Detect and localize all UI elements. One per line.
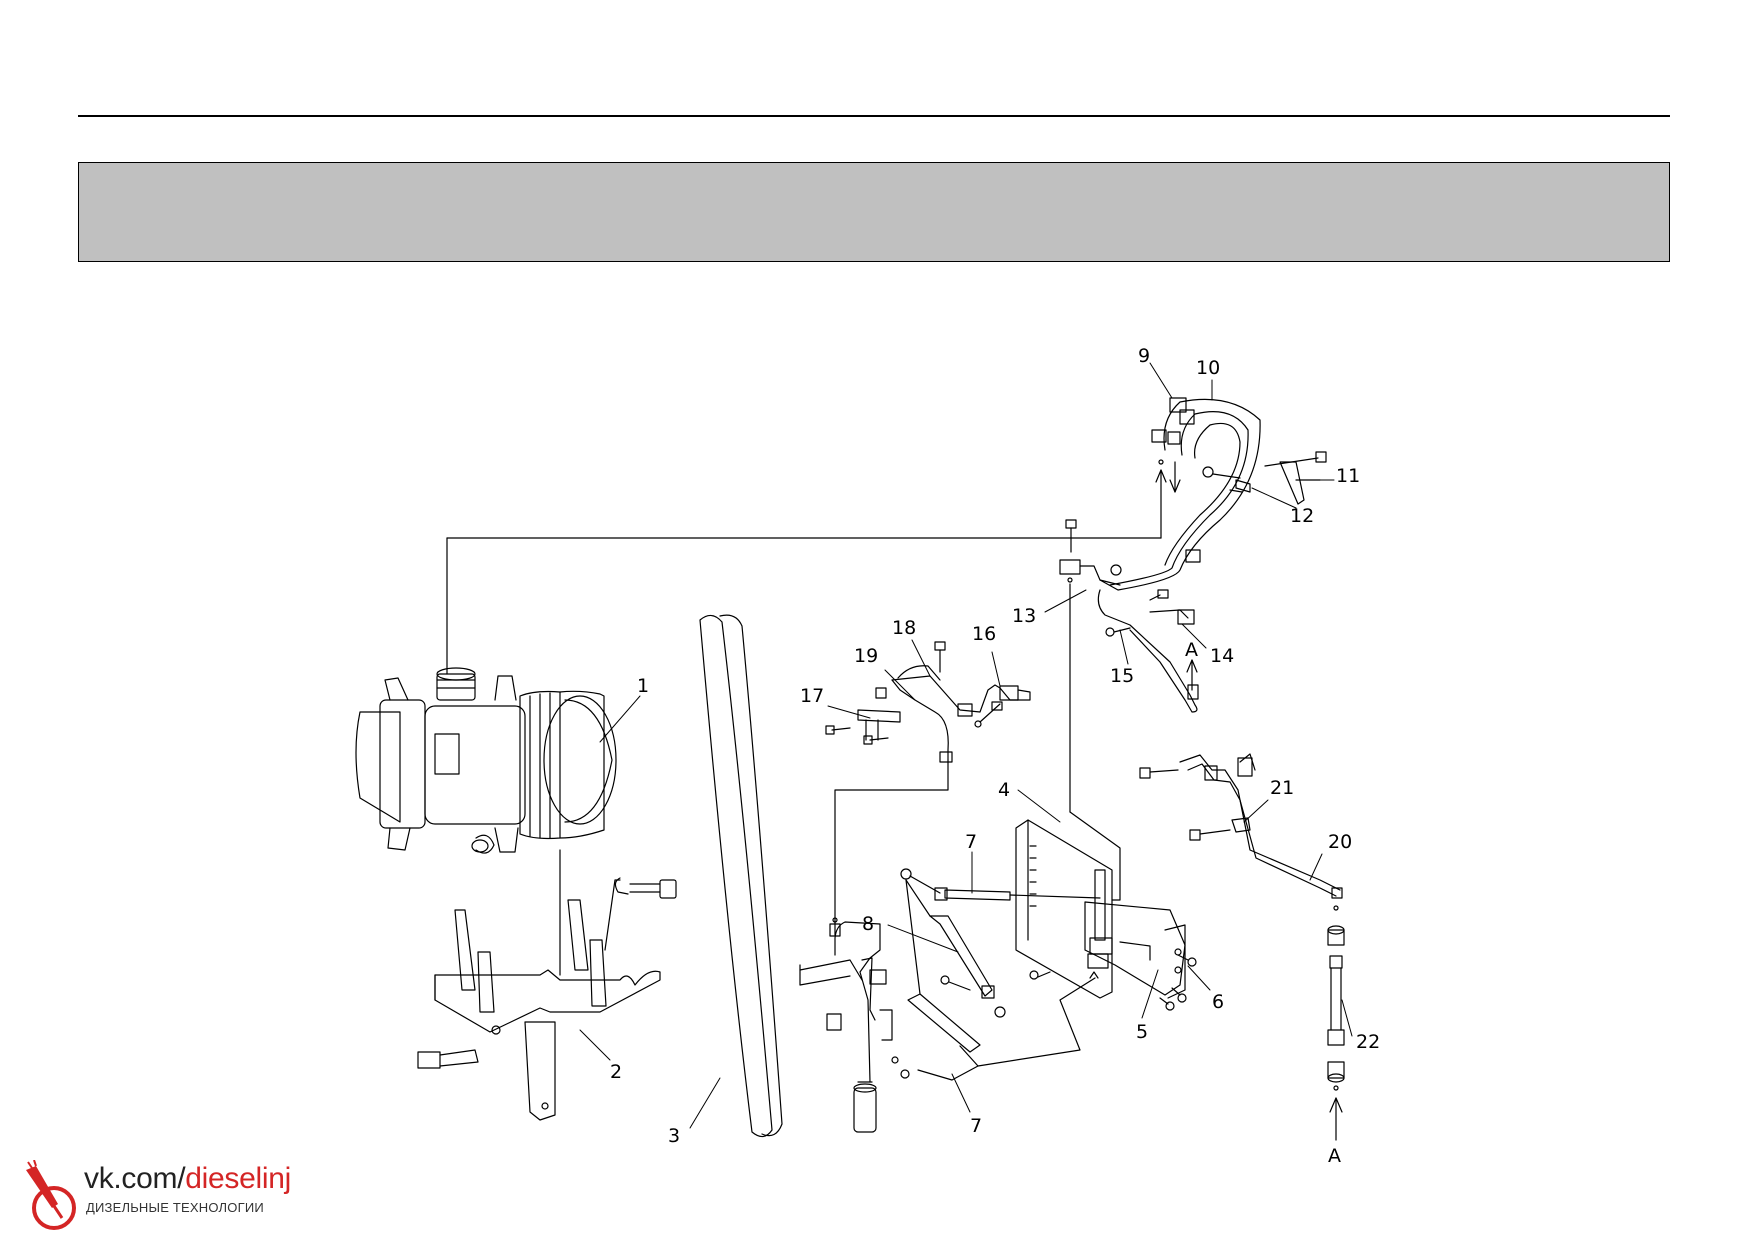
fuel-injector-icon <box>26 1160 76 1230</box>
strut-middle <box>929 915 995 999</box>
callout-14: 14 <box>1210 645 1234 667</box>
top-rule <box>78 115 1670 117</box>
callout-labels: 1 2 3 4 5 6 7 7 8 9 10 11 12 13 14 15 16… <box>610 345 1380 1167</box>
callout-4: 4 <box>998 779 1010 801</box>
compressor <box>355 667 617 854</box>
callout-8: 8 <box>862 913 874 935</box>
callout-6: 6 <box>1212 991 1224 1013</box>
bracket-12 <box>1235 479 1251 493</box>
strut-upper <box>934 887 1011 901</box>
watermark-url: vk.com/dieselinj <box>84 1162 291 1196</box>
bolt-compressor <box>614 877 677 899</box>
callout-18: 18 <box>892 617 916 639</box>
hose-assembly <box>1099 397 1261 591</box>
callout-22: 22 <box>1356 1031 1380 1053</box>
callout-16: 16 <box>972 623 996 645</box>
bolt-16 <box>974 701 1003 728</box>
drive-belt <box>699 614 783 1138</box>
bolt-bracket <box>417 1049 479 1069</box>
callout-11: 11 <box>1336 465 1360 487</box>
clamp-21 <box>1231 817 1251 833</box>
callout-5: 5 <box>1136 1021 1148 1043</box>
watermark-url-prefix: vk.com/ <box>84 1162 186 1195</box>
callout-17: 17 <box>800 685 824 707</box>
screws-fan <box>1159 954 1197 1011</box>
callout-A-lower: A <box>1328 1145 1341 1167</box>
watermark: vk.com/dieselinj ДИЗЕЛЬНЫЕ ТЕХНОЛОГИИ <box>18 1160 308 1230</box>
callout-13: 13 <box>1012 605 1036 627</box>
callout-21: 21 <box>1270 777 1294 799</box>
callout-10: 10 <box>1196 357 1220 379</box>
callout-3: 3 <box>668 1125 680 1147</box>
suction-line <box>891 665 1031 763</box>
bolt-11 <box>1264 451 1327 467</box>
header-band <box>78 162 1670 262</box>
bracket <box>434 899 661 1121</box>
callout-12: 12 <box>1290 505 1314 527</box>
bolt-18 <box>934 641 946 673</box>
hose-14 <box>1097 589 1198 713</box>
callout-9: 9 <box>1138 345 1150 367</box>
strut-lower <box>907 993 981 1053</box>
receiver-drier <box>853 1081 877 1133</box>
callout-15: 15 <box>1110 665 1134 687</box>
bolts-20 <box>1139 767 1231 841</box>
watermark-url-suffix: dieselinj <box>185 1162 291 1195</box>
callout-7-upper: 7 <box>965 831 977 853</box>
pipe-20 <box>1179 753 1343 911</box>
leader-lines <box>579 362 1353 1129</box>
bracket-11 <box>1279 461 1321 505</box>
callout-19: 19 <box>854 645 878 667</box>
condenser <box>1015 819 1113 999</box>
hose-22 <box>1327 925 1345 1091</box>
fitting-13 <box>1059 519 1121 586</box>
watermark-subtitle: ДИЗЕЛЬНЫЕ ТЕХНОЛОГИИ <box>86 1200 264 1215</box>
callout-2: 2 <box>610 1061 622 1083</box>
callout-7-lower: 7 <box>970 1115 982 1137</box>
callout-1: 1 <box>637 675 649 697</box>
callout-20: 20 <box>1328 831 1352 853</box>
clamp-17 <box>857 709 901 741</box>
callout-A-upper: A <box>1185 639 1198 661</box>
bolts-17 <box>825 725 889 745</box>
fan-bracket <box>1084 901 1186 999</box>
